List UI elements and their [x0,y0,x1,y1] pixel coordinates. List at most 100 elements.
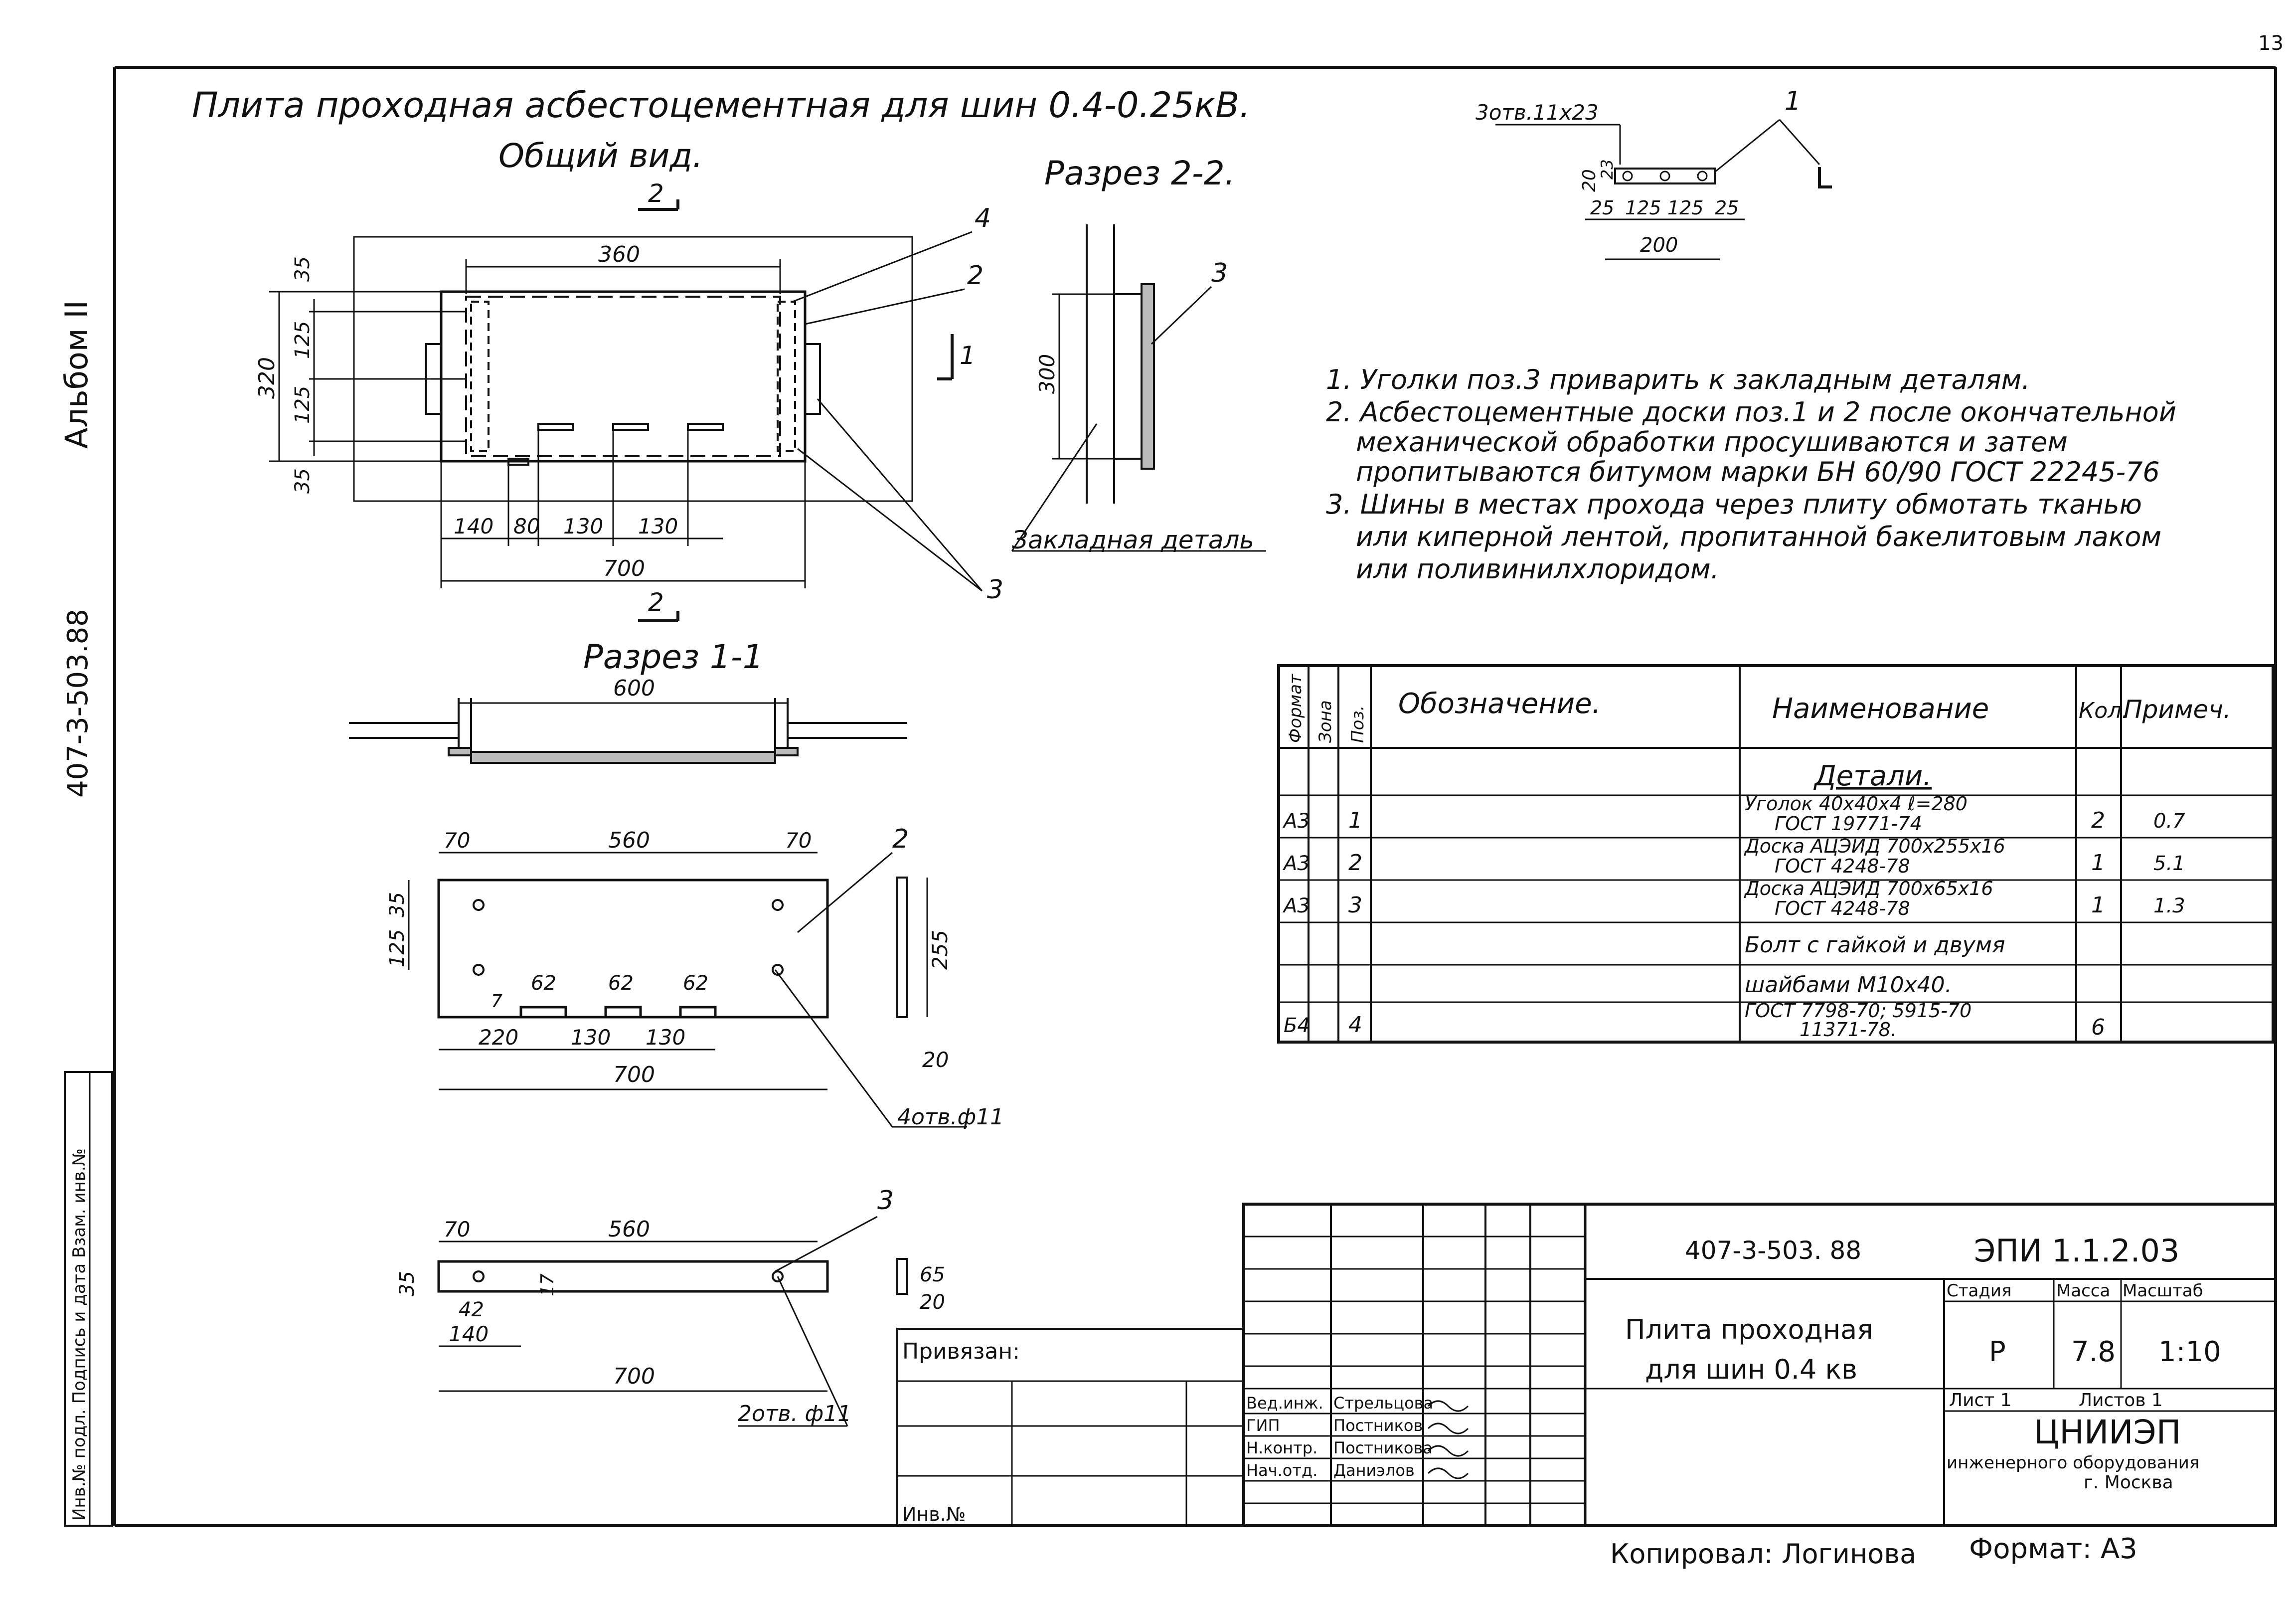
name-postnikov: Постников [1333,1416,1423,1435]
dim-25-a: 25 [1590,197,1614,219]
plan-opening [465,296,781,457]
signature-4 [1427,1467,1469,1479]
dim-700: 700 [603,556,645,581]
dim-20-plate: 20 [922,1048,949,1072]
dim-42: 42 [459,1298,484,1321]
dim-62-b: 62 [608,972,634,995]
cell-qty: 6 [2091,1015,2105,1040]
table-row: А3 2 Доска АЦЭИД 700х255х16 ГОСТ 4248-78… [1282,835,2185,877]
name-danielov: Даниэлов [1333,1461,1415,1480]
plate-2-holes-label: 4отв.ф11 [897,1104,1004,1130]
name-streltsova: Стрельцова [1333,1394,1433,1413]
sheet-format: Формат: А3 [1969,1533,2137,1565]
cut-mark-2-bottom: 2 [648,588,664,617]
dim-35-bottom: 35 [291,468,314,494]
signature-2 [1427,1423,1469,1434]
view-title-section-1-1: Разрез 1-1 [583,638,764,676]
general-notes: 1. Уголки поз.3 приварить к закладным де… [1326,364,2176,585]
cut-mark-2-top: 2 [648,179,664,208]
cell-name: шайбами М10х40. [1745,972,1952,998]
cell-pos: 3 [1348,892,1362,918]
dim-25-b: 25 [1715,197,1739,219]
plate-3-holes-label: 2отв. ф11 [738,1401,851,1426]
cell-name-std: ГОСТ 4248-78 [1775,897,1910,919]
dim-125-plate: 125 [386,929,409,967]
plate-2-callout: 2 [892,824,909,854]
cell-pos: 2 [1348,850,1362,876]
dim-62-c: 62 [683,972,708,995]
cut-mark-1: 1 [960,341,976,370]
drawing-name-line2: для шин 0.4 кв [1645,1354,1857,1385]
dim-20-plate3: 20 [920,1291,945,1314]
organization-city: г. Москва [2084,1472,2173,1493]
angle-holes-label: 3отв.11x23 [1476,100,1599,125]
stage-value: Р [1989,1336,2006,1368]
dim-23: 23 [1598,159,1617,179]
cell-note: 0.7 [2153,810,2185,833]
cell-name: ГОСТ 7798-70; 5915-70 [1745,1000,1971,1022]
role-chief-engineer: ГИП [1246,1416,1280,1435]
table-row: Б4 4 ГОСТ 7798-70; 5915-70 11371-78. 6 [1284,1000,2105,1041]
plan-outer-plate [353,236,913,502]
dim-70-plate3: 70 [444,1217,470,1242]
callout-2: 2 [967,261,984,291]
dim-140-plate3: 140 [449,1322,489,1346]
angle-detail: 3отв.11x23 1 20 23 25 125 125 25 200 [1476,86,1832,260]
copied-by: Копировал: Логинова [1610,1538,1916,1570]
sheet-number: Лист 1 [1949,1390,2012,1411]
cell-name: Доска АЦЭИД 700х65х16 [1744,878,1993,899]
organization-dept: инженерного оборудования [1947,1453,2199,1473]
callout-4: 4 [975,203,991,233]
role-lead-engineer: Вед.инж. [1246,1394,1323,1413]
section-details: Детали. [1813,760,1932,792]
scale-value: 1:10 [2158,1336,2221,1368]
col-zone: Зона [1315,700,1335,743]
dim-35-top: 35 [291,256,314,282]
title-block: 407-3-503. 88 ЭПИ 1.1.2.03 Плита проходн… [896,1203,2277,1570]
signature-3 [1427,1445,1469,1457]
note-line-7: или поливинилхлоридом. [1356,553,1719,585]
dim-70-b: 70 [785,828,812,853]
cell-name: Доска АЦЭИД 700х255х16 [1744,835,2005,857]
embedded-part-label: Закладная деталь [1012,526,1254,554]
section-board-hatched [470,751,776,764]
plan-view: 360 320 35 125 125 35 140 80 130 130 700… [254,179,1003,622]
col-format: Формат [1286,674,1306,743]
dim-560-plate3: 560 [608,1217,650,1242]
cell-pos: 1 [1348,808,1362,833]
table-row: шайбами М10х40. [1745,972,1952,998]
dim-600: 600 [613,676,655,701]
dim-360: 360 [598,242,640,267]
dim-700-plate3: 700 [613,1364,655,1389]
scale-header: Масштаб [2123,1281,2203,1301]
role-dept-head: Нач.отд. [1246,1461,1317,1480]
role-norm-control: Н.контр. [1246,1438,1317,1457]
doc-code: 407-3-503. 88 [1685,1236,1861,1265]
plate-3-outline [437,1260,829,1293]
dim-130-b: 130 [638,514,678,538]
organization-name: ЦНИИЭП [2034,1413,2181,1451]
stage-header: Стадия [1947,1281,2011,1301]
table-row: Болт с гайкой и двумя [1745,932,2005,958]
approval-stamp-text: Инв.№ подл. Подпись и дата Взам. инв.№ [69,1148,89,1521]
cell-format: А3 [1282,852,1310,875]
plan-plate-body [440,290,807,463]
cell-note: 5.1 [2153,852,2185,875]
dim-255: 255 [928,930,952,970]
dim-125-angle-a: 125 [1625,197,1661,219]
note-line-6: или киперной лентой, пропитанной бакелит… [1356,521,2161,552]
dim-125-angle-b: 125 [1667,197,1704,219]
drawing-name-line1: Плита проходная [1625,1314,1873,1345]
dim-80: 80 [513,514,540,538]
dim-125-b: 125 [291,386,314,424]
note-line-2: 2. Асбестоцементные доски поз.1 и 2 посл… [1326,396,2176,428]
plate-pos-3: 70 560 35 42 17 140 700 65 20 3 2отв. ф1… [396,1186,945,1427]
drawing-title: Плита проходная асбестоцементная для шин… [192,85,1250,126]
cell-name-std: ГОСТ 19771-74 [1775,813,1922,835]
plate-3-callout: 3 [877,1186,894,1216]
dim-20: 20 [1579,169,1600,192]
table-row: А3 3 Доска АЦЭИД 700х65х16 ГОСТ 4248-78 … [1282,878,2185,919]
sheet-count: Листов 1 [2079,1390,2163,1411]
dim-70-a: 70 [444,828,470,853]
